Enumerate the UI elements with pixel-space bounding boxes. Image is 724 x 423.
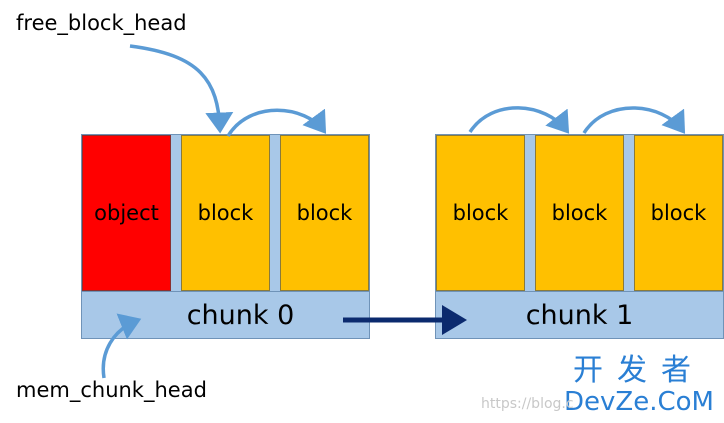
blog-watermark: https://blog.c	[481, 396, 574, 412]
brand-logo-cn: 开发者	[573, 353, 705, 388]
chunk-1-block-2: block	[535, 135, 624, 291]
chunk-1-block-link-arrow-1	[468, 106, 570, 134]
free-block-head-arrow	[129, 44, 234, 134]
brand-logo: 开发者 DevZe.CoM	[564, 353, 714, 417]
chunk-0-label: chunk 0	[186, 299, 295, 331]
free-block-head-label: free_block_head	[16, 11, 187, 35]
chunk-1-block-3: block	[634, 135, 723, 291]
chunk-0-block-2: block	[280, 135, 369, 291]
object-cell: object	[82, 135, 171, 291]
chunk-0-block-1: block	[181, 135, 270, 291]
chunk-1-label: chunk 1	[525, 299, 634, 331]
chunk-0-block-link-arrow	[226, 108, 327, 137]
mem-chunk-head-arrow	[101, 313, 142, 379]
chunk-1-block-1: block	[436, 135, 525, 291]
chunk-1-label-bar: chunk 1	[435, 291, 724, 339]
brand-logo-en: DevZe.CoM	[564, 387, 714, 417]
chunk-1-block-link-arrow-2	[582, 106, 686, 134]
mem-chunk-head-label: mem_chunk_head	[16, 378, 207, 402]
